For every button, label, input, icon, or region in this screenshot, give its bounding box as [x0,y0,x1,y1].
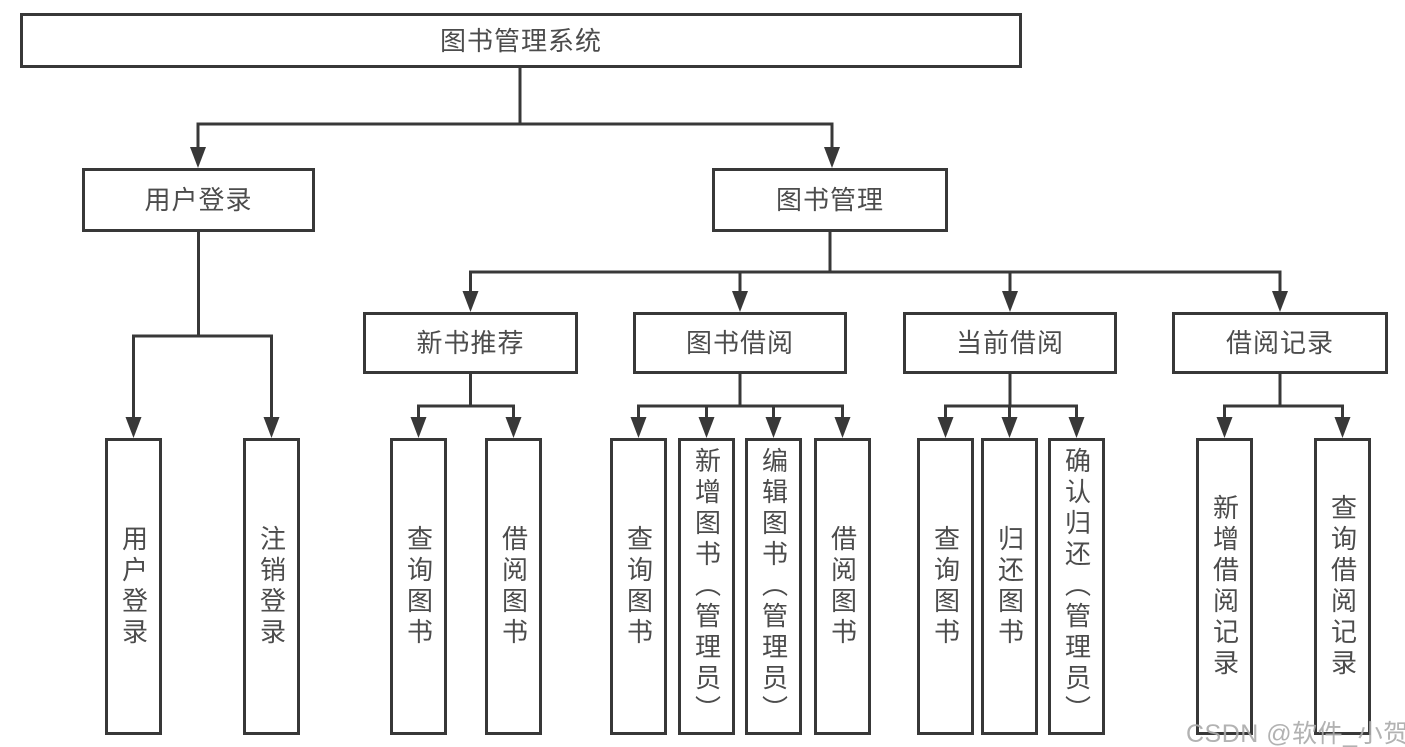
node-label: 查询借阅记录 [1327,493,1358,680]
node-current-borrow: 当前借阅 [903,312,1117,374]
node-label: 新书推荐 [416,328,525,358]
node-label: 借阅图书 [827,524,858,649]
node-label: 借阅记录 [1225,328,1334,358]
node-label: 借阅图书 [498,524,529,649]
node-label: 查询图书 [623,524,654,649]
node-label: 新增借阅记录 [1209,493,1240,680]
leaf-borrow-books: 借阅图书 [814,438,871,735]
leaf-logout: 注销登录 [243,438,300,735]
node-label: 图书管理系统 [439,25,602,56]
node-label: 用户登录 [144,185,253,215]
node-label: 图书借阅 [685,328,794,358]
leaf-add-borrow-record: 新增借阅记录 [1196,438,1253,735]
node-label: 查询图书 [403,524,434,649]
node-label: 图书管理 [775,185,884,215]
arrowheads [125,147,1351,438]
node-label: 查询图书 [930,524,961,649]
node-label: 归还图书 [994,524,1025,649]
node-label: 编辑图书（管理员） [758,447,789,726]
node-label: 用户登录 [118,524,149,649]
leaf-borrow-books-recommend: 借阅图书 [485,438,542,735]
leaf-edit-book-admin: 编辑图书（管理员） [745,438,802,735]
leaf-query-books-recommend: 查询图书 [390,438,447,735]
node-book-borrow: 图书借阅 [633,312,847,374]
leaf-query-books-borrow: 查询图书 [610,438,667,735]
node-borrow-records: 借阅记录 [1172,312,1388,374]
node-user-login: 用户登录 [82,168,315,232]
node-label: 新增图书（管理员） [691,447,722,726]
node-new-book-recommend: 新书推荐 [363,312,578,374]
leaf-return-book: 归还图书 [981,438,1038,735]
leaf-confirm-return-admin: 确认归还（管理员） [1048,438,1105,735]
node-label: 注销登录 [256,524,287,649]
leaf-query-books-current: 查询图书 [917,438,974,735]
node-label: 确认归还（管理员） [1061,447,1092,726]
leaf-query-borrow-record: 查询借阅记录 [1314,438,1371,735]
leaf-user-login: 用户登录 [105,438,162,735]
csdn-watermark: CSDN @软件_小贺同学 [1186,720,1405,747]
leaf-add-book-admin: 新增图书（管理员） [678,438,735,735]
node-label: 当前借阅 [955,328,1064,358]
node-root-system: 图书管理系统 [20,13,1022,68]
node-book-management: 图书管理 [712,168,948,232]
